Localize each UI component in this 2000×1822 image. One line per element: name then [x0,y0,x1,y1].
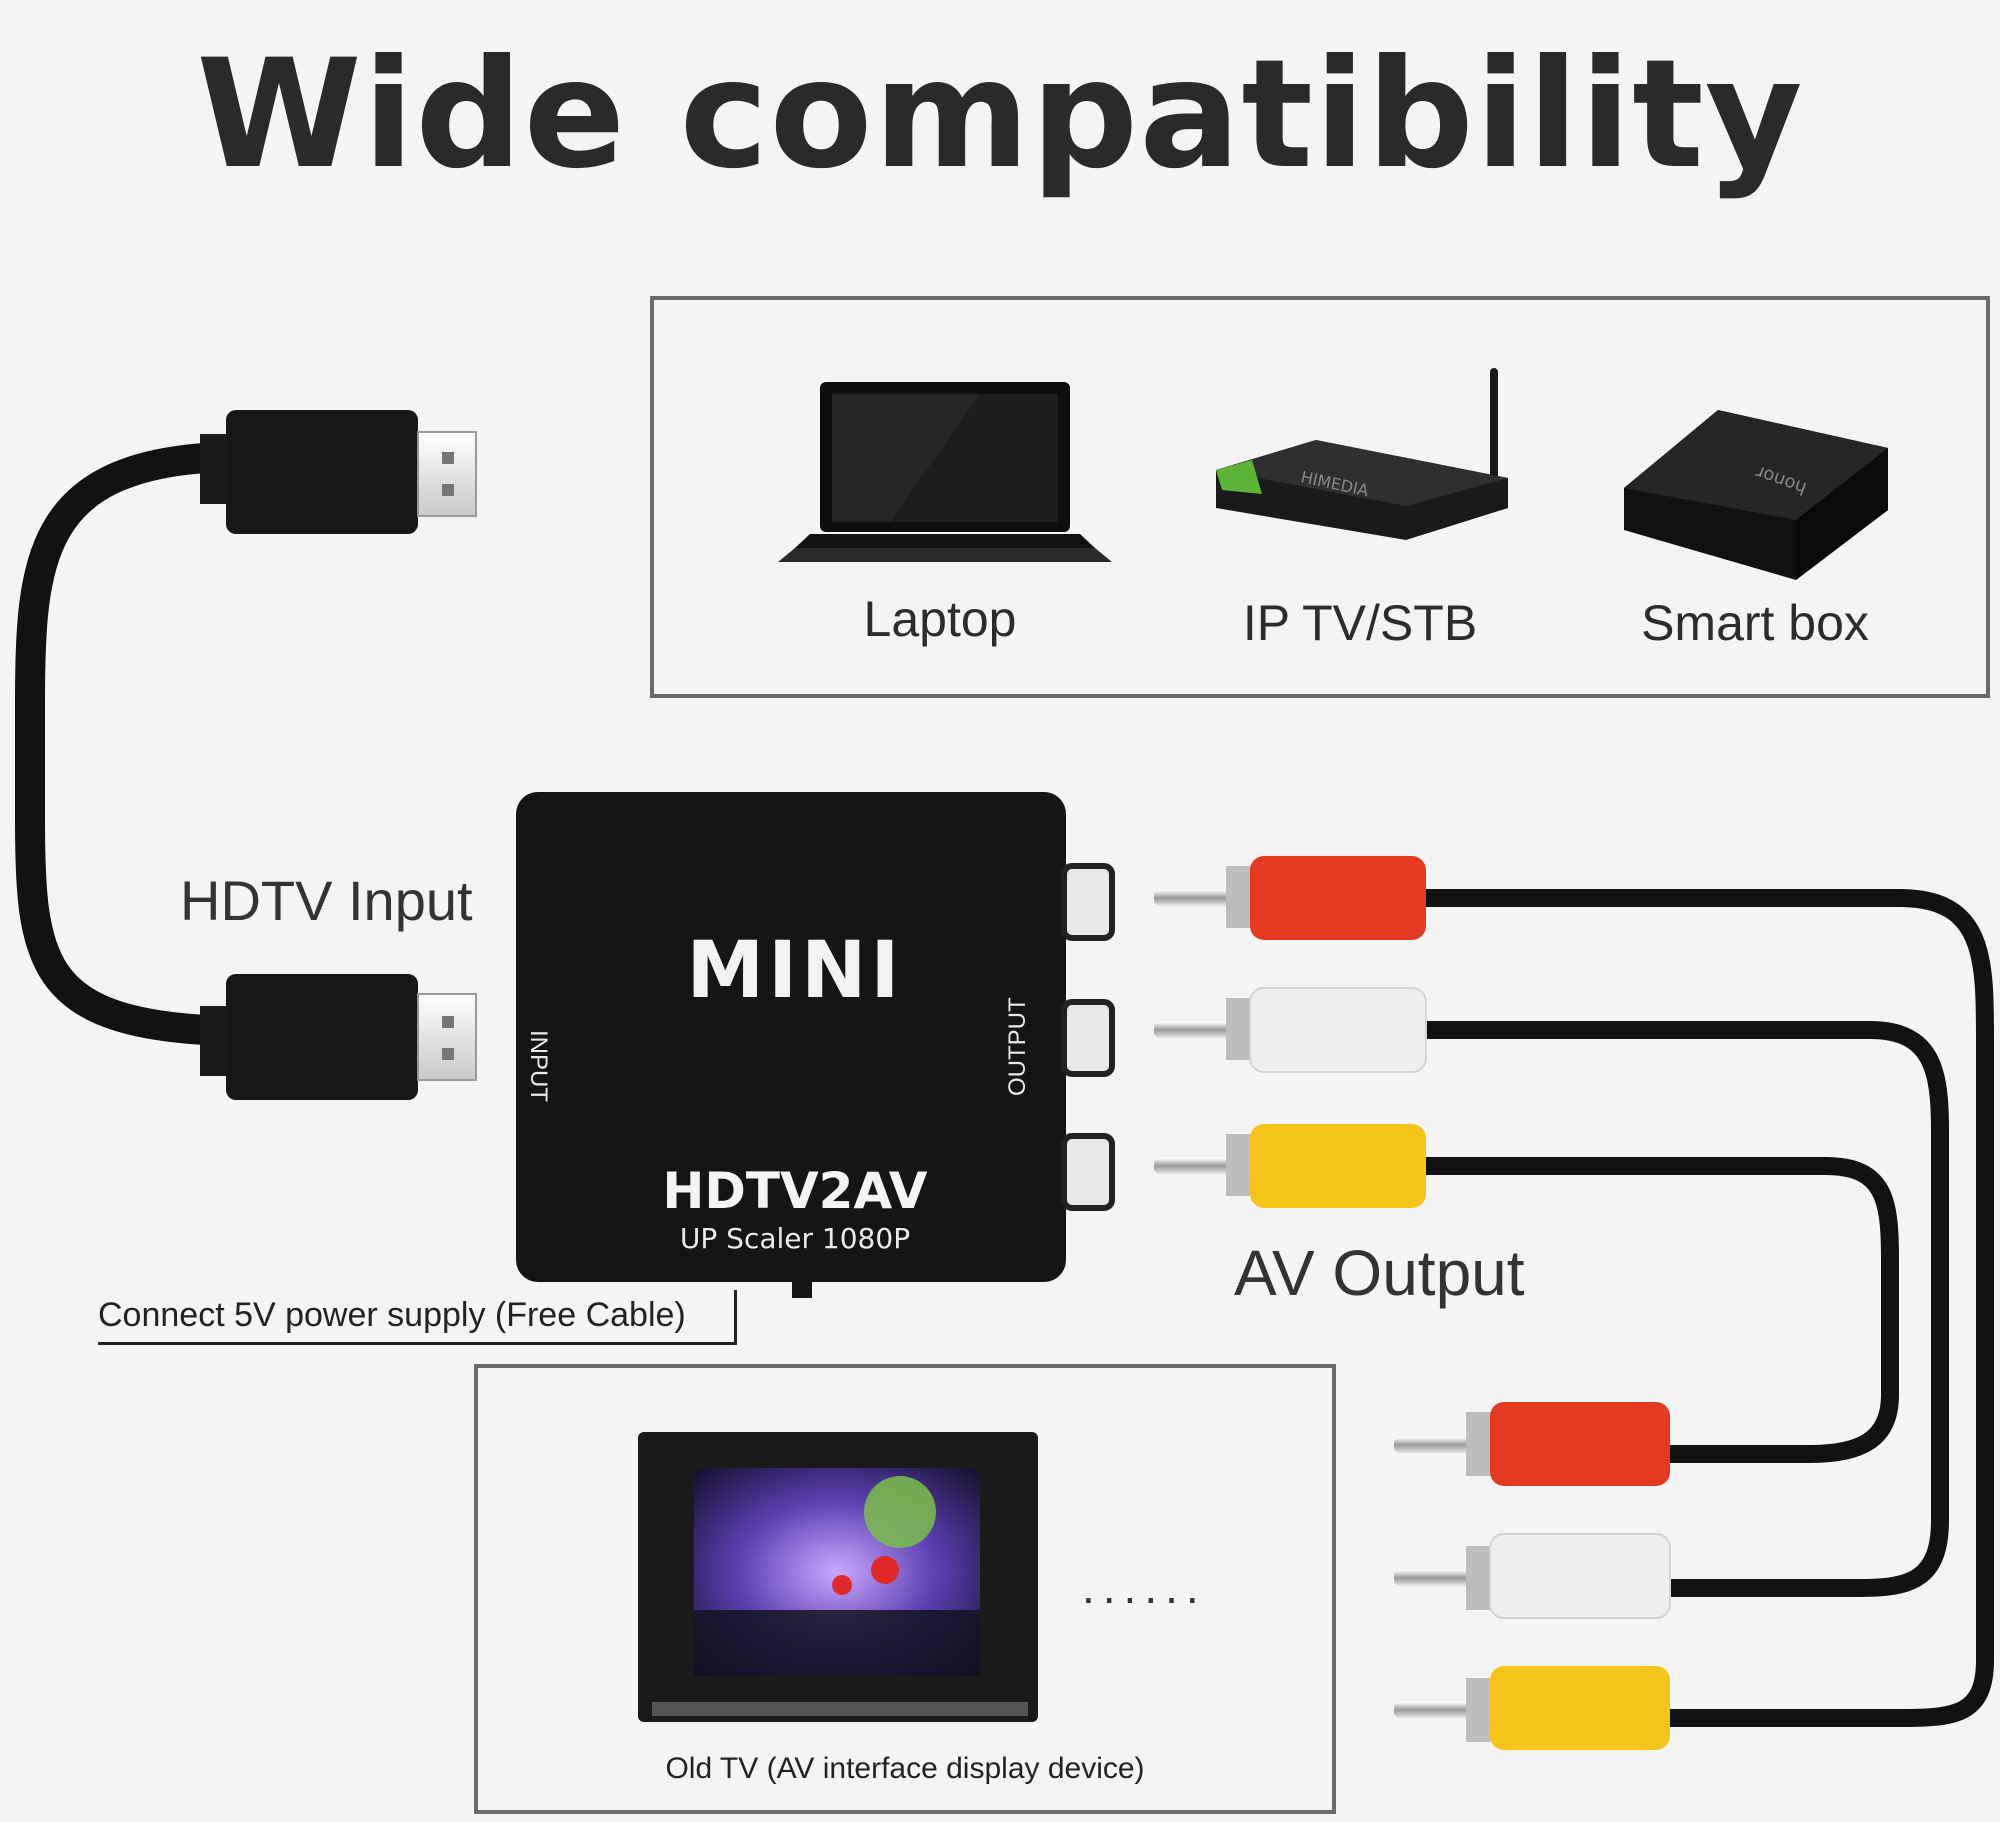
source-devices-box [650,296,1990,698]
page-title: Wide compatibility [196,28,1804,202]
rca-jack-1 [1061,863,1115,941]
rca-plug-white-bottom [1394,1533,1671,1619]
more-devices-dots: ...... [1082,1561,1207,1613]
converter-model: HDTV2AV [662,1162,928,1220]
rca-cable-white [1420,1021,1949,1597]
rca-plug-white-top [1154,987,1427,1073]
rca-cable-yellow [1420,1157,1899,1463]
converter-brand: MINI [686,926,904,1016]
power-note: Connect 5V power supply (Free Cable) [98,1296,686,1334]
rca-plug-red-top [1154,856,1426,940]
laptop-icon [778,382,1112,562]
rca-jack-3 [1061,1133,1115,1211]
converter-input-port-label: INPUT [525,1030,552,1102]
hdmi-plug-top [200,410,477,534]
iptv-stb-icon: HIMEDIA [1216,368,1508,540]
hdtv-input-label: HDTV Input [180,869,473,932]
converter-output-port-label: OUTPUT [1004,997,1031,1096]
old-tv-label: Old TV (AV interface display device) [665,1752,1145,1785]
device-label-laptop: Laptop [863,591,1017,647]
power-note-underline [98,1342,736,1345]
converter-box [516,792,1115,1298]
device-label-smart-box: Smart box [1641,595,1869,651]
old-tv-icon [638,1432,1038,1722]
rca-plug-yellow-top [1154,1124,1426,1208]
rca-cable-red [1420,889,1994,1727]
av-output-label: AV Output [1234,1237,1525,1309]
rca-jack-2 [1061,999,1115,1077]
power-note-bracket [734,1290,737,1345]
rca-plug-red-bottom [1394,1402,1670,1486]
device-label-iptv: IP TV/STB [1242,595,1478,651]
display-devices-box [474,1364,1336,1814]
rca-plug-yellow-bottom [1394,1666,1670,1750]
converter-subtitle: UP Scaler 1080P [679,1222,911,1255]
hdmi-plug-bottom [200,974,477,1100]
hdmi-cable [15,443,220,1045]
smart-box-icon: honor [1624,410,1888,580]
